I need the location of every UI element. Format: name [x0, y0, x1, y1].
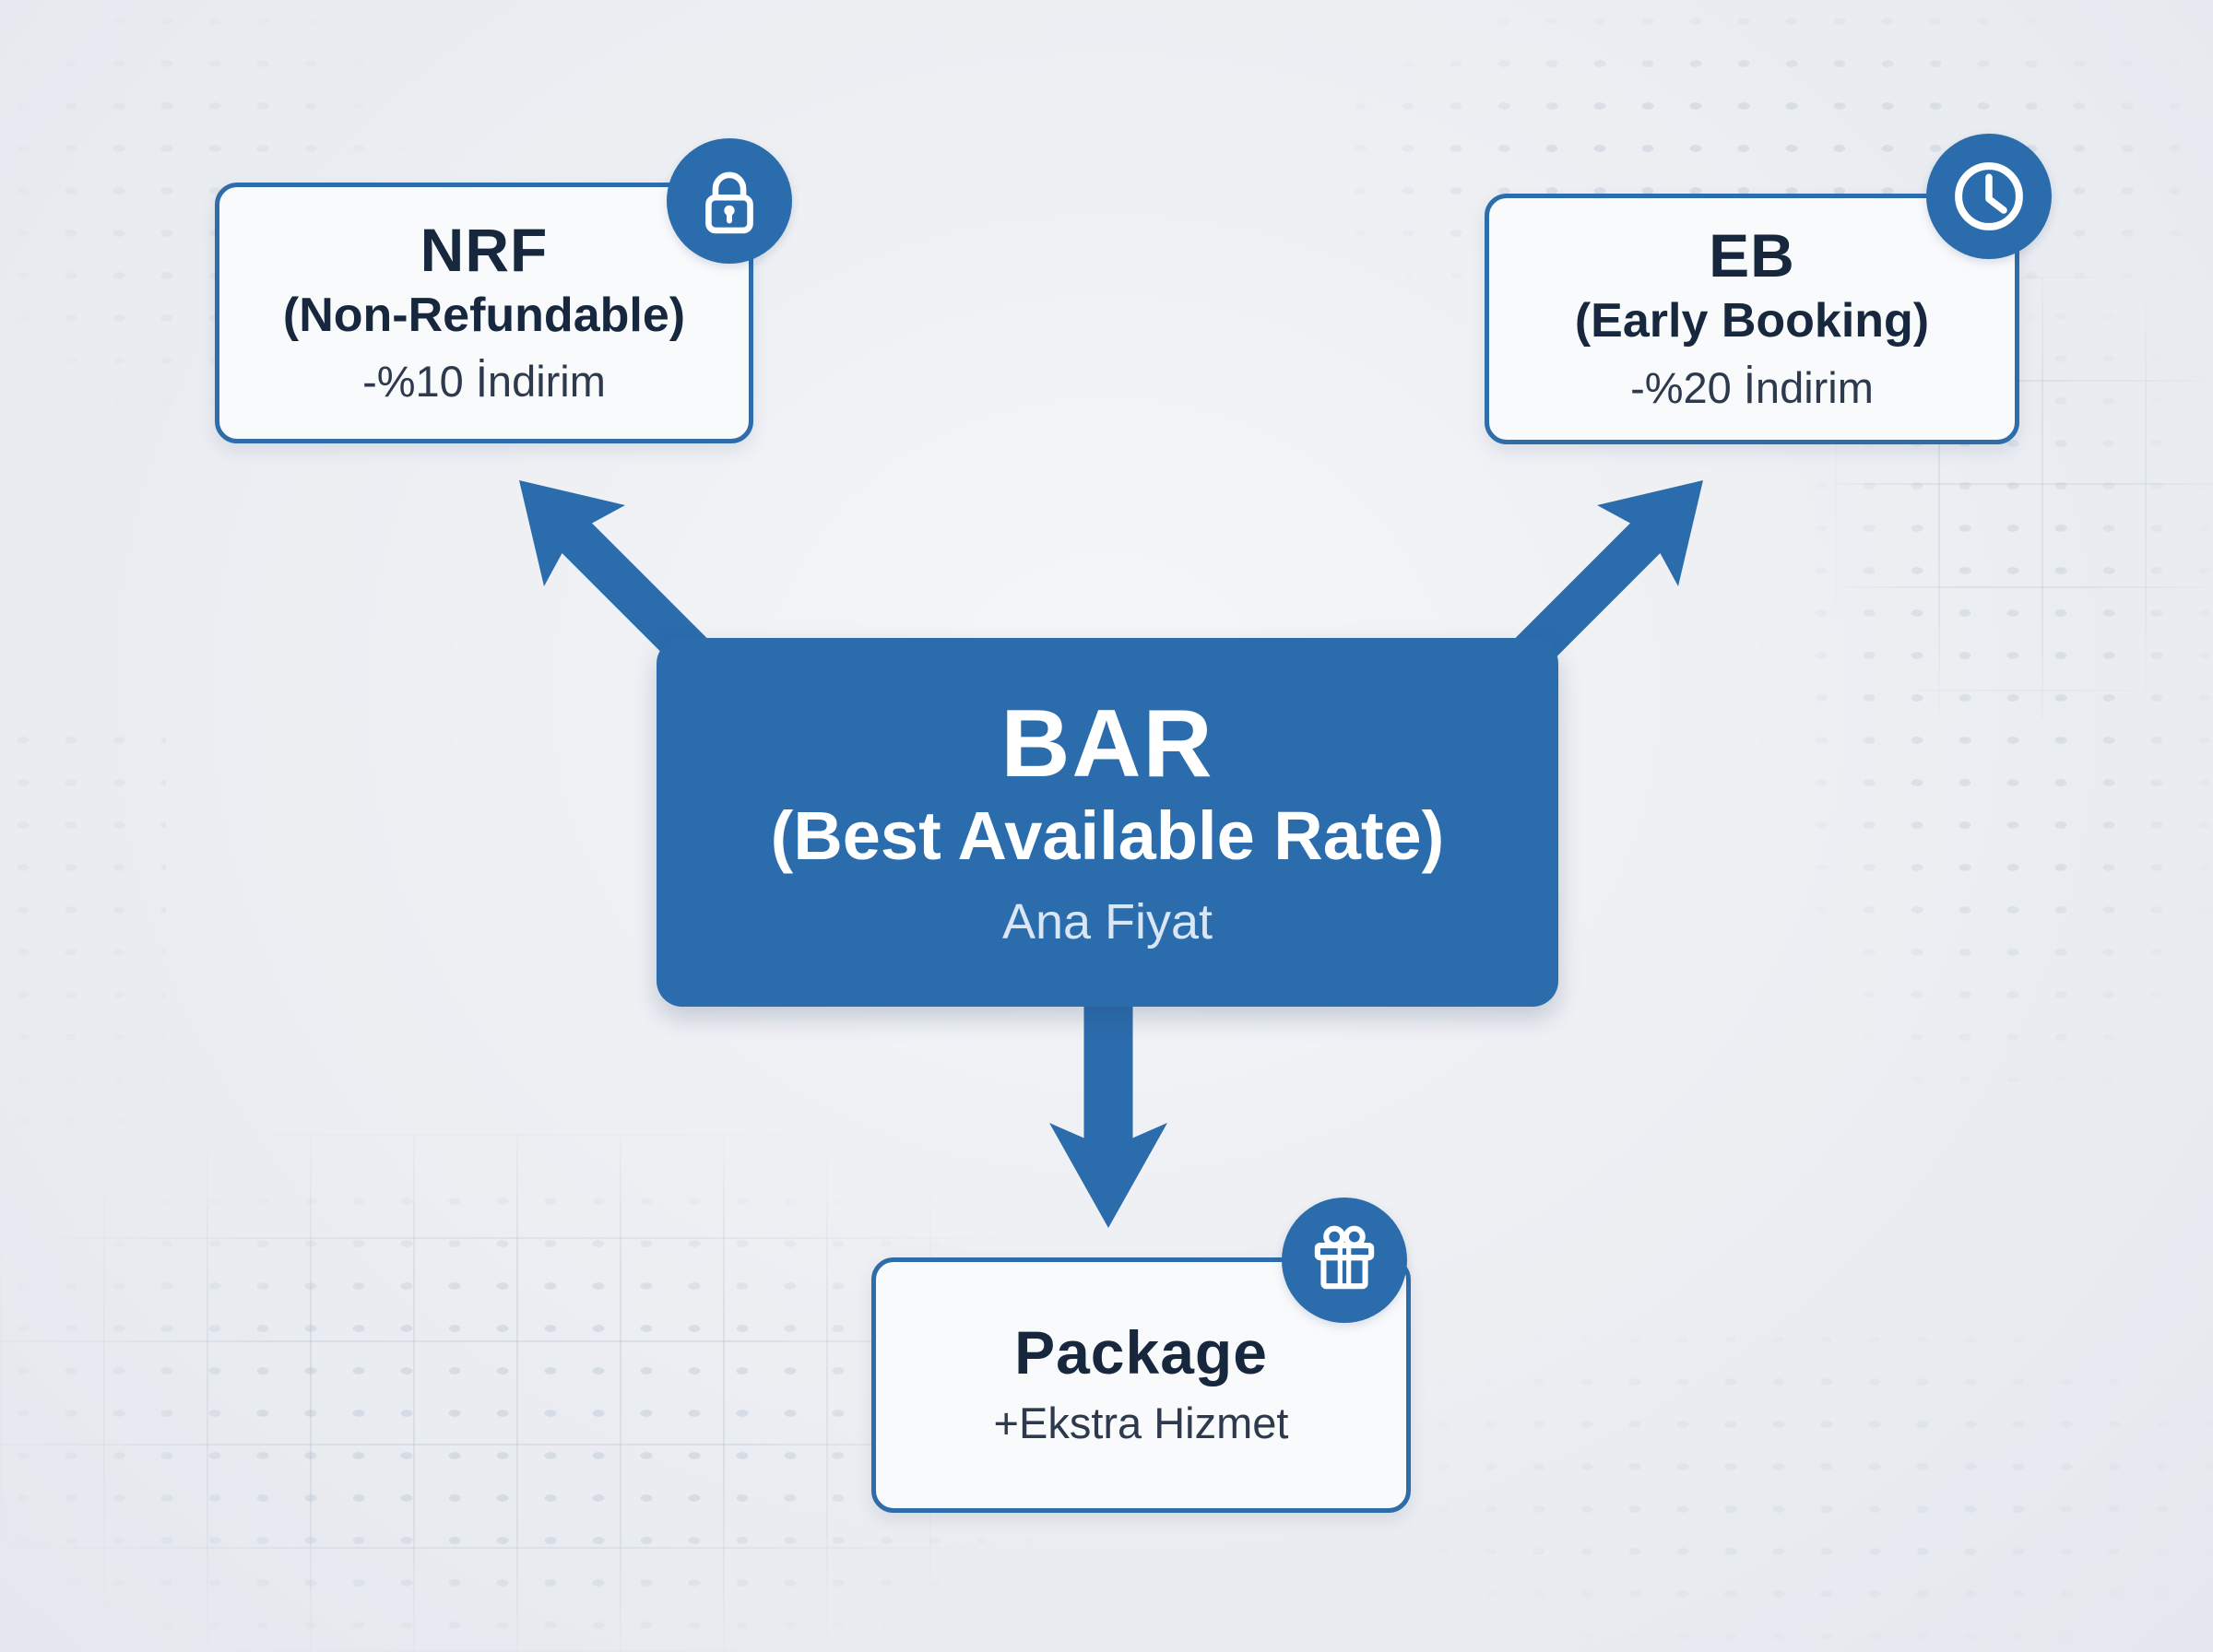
bar-card: BAR (Best Available Rate) Ana Fiyat: [657, 638, 1558, 1007]
nrf-detail: -%10 İndirim: [362, 357, 606, 407]
bar-caption: Ana Fiyat: [1001, 893, 1213, 950]
bar-subtitle: (Best Available Rate): [770, 797, 1445, 875]
package-title: Package: [1014, 1318, 1268, 1386]
lock-icon: [705, 171, 753, 234]
arrow-to-package-head: [1049, 1123, 1167, 1228]
package-detail: +Ekstra Hizmet: [993, 1398, 1289, 1447]
bar-title: BAR: [1000, 690, 1214, 798]
package-card: Package +Ekstra Hizmet: [871, 1257, 1411, 1513]
clock-icon: [1955, 162, 2023, 230]
arrow-to-nrf-head: [519, 480, 625, 586]
arrow-to-package: [1049, 1000, 1167, 1228]
eb-detail: -%20 İndirim: [1630, 362, 1874, 412]
eb-title: EB: [1709, 221, 1795, 290]
nrf-title: NRF: [420, 215, 549, 284]
lock-badge: [667, 138, 792, 264]
eb-subtitle: (Early Booking): [1574, 294, 1930, 348]
clock-badge: [1926, 134, 2052, 259]
nrf-subtitle: (Non-Refundable): [282, 288, 686, 342]
nrf-card: NRF (Non-Refundable) -%10 İndirim: [215, 183, 753, 443]
gift-icon: [1314, 1225, 1375, 1290]
arrow-to-eb-head: [1597, 480, 1703, 586]
gift-badge: [1282, 1198, 1407, 1323]
eb-card: EB (Early Booking) -%20 İndirim: [1485, 194, 2019, 444]
